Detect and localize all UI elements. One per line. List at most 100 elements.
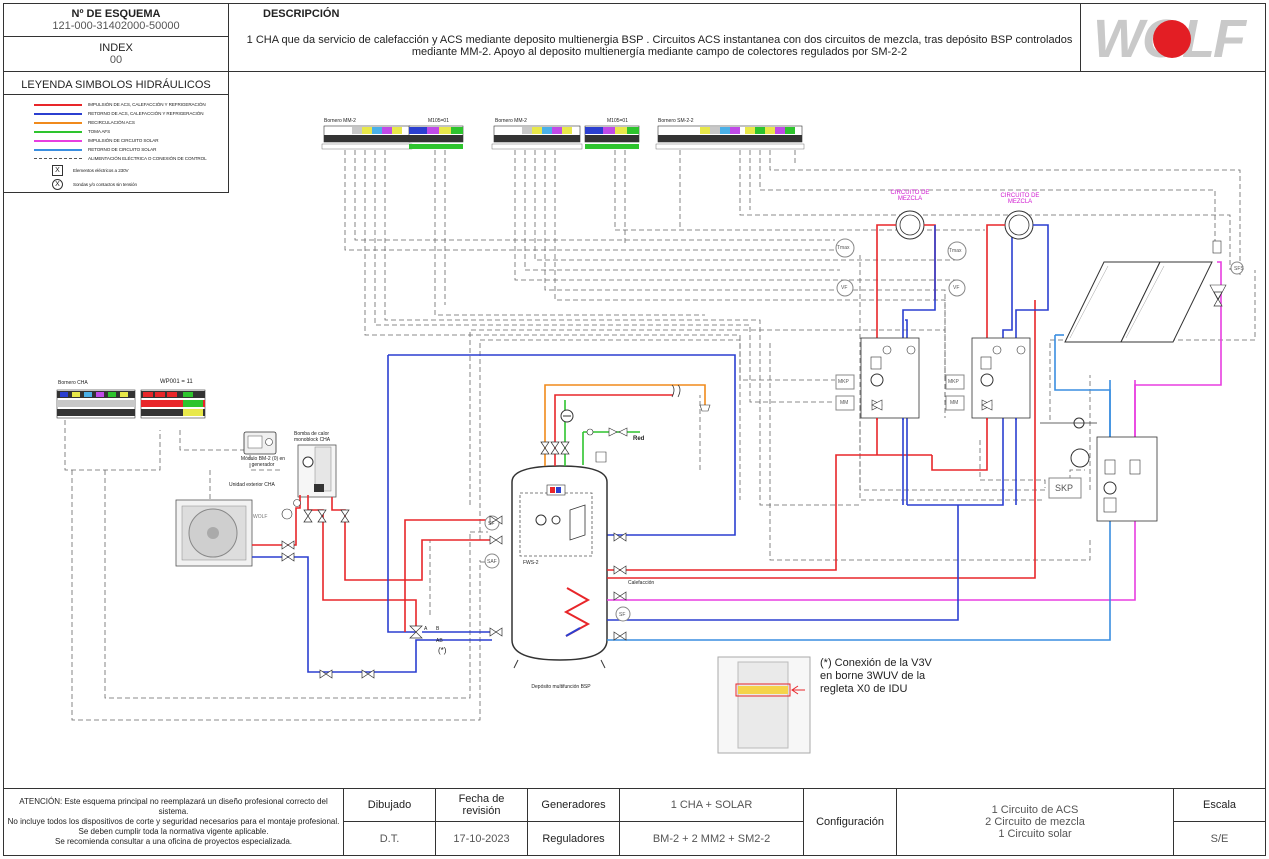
bornero-mm2-b (491, 125, 583, 150)
saf-label: SAF (487, 559, 497, 565)
configuracion-label: Configuración (816, 816, 884, 828)
legend-line-sample (34, 130, 82, 133)
bm2-module-label: Módulo BM-2 (0) en generador (240, 456, 286, 468)
mixing-circuit-2 (971, 210, 1049, 420)
valves (281, 291, 1223, 679)
escala-label: Escala (1202, 799, 1237, 811)
description-label: DESCRIPCIÓN (263, 8, 340, 20)
monoblock-unit (297, 444, 337, 498)
legend-item-label: IMPULSIÓN DE CIRCUITO SOLAR (88, 138, 159, 143)
legend-item-label: RETORNO DE ACS, CALEFACCIÓN Y REFRIGERAC… (88, 111, 204, 116)
escala-label-cell: Escala (1173, 788, 1266, 822)
bornero-wp001 (140, 389, 206, 419)
calefaccion-label: Calefacción (628, 580, 655, 586)
legend-item: TOMA AFS (12, 127, 110, 136)
mm-1-label: MM (840, 400, 849, 406)
bornero-mm2-a (321, 125, 413, 150)
legend-line-sample (34, 121, 82, 124)
valve-ab-label: AB (436, 638, 443, 644)
legend-item: RECIRCULACIÓN ACS (12, 118, 135, 127)
idu-terminal-block (717, 656, 811, 754)
fecha-value: 17-10-2023 (453, 832, 510, 845)
scheme-number-label: Nº DE ESQUEMA (71, 8, 161, 20)
legend-item-label: RETORNO DE CIRCUITO SOLAR (88, 147, 157, 152)
v3v-note: (*) Conexión de la V3V en borne 3WUV de … (820, 657, 932, 695)
wp001-label: WP001 = 11 (160, 379, 193, 385)
mixing-circuit-1 (860, 210, 936, 420)
mixing-circuit-1-label: CIRCUITO DE MEZCLA (890, 190, 930, 202)
legend-item-label: TOMA AFS (88, 129, 111, 134)
sfs-label: SFS (1234, 266, 1244, 272)
bornero-mm2-a-label: Bornero MM-2 (324, 118, 356, 124)
svg-text:WOLF: WOLF (253, 514, 267, 520)
legend-item-x-box: X Elementos eléctricos a 230V (12, 165, 129, 176)
mixing-circuit-2-label: CIRCUITO DE MEZCLA (1000, 193, 1040, 205)
scheme-number-box: Nº DE ESQUEMA 121-000-31402000-50000 (3, 3, 229, 37)
bornero-m105-a (408, 125, 464, 149)
legend-line-sample (34, 103, 82, 106)
reguladores-value-cell: BM-2 + 2 MM2 + SM2-2 (619, 821, 804, 856)
legend-item-label: ALIMENTACIÓN ELÉCTRICA O CONEXIÓN DE CON… (88, 156, 207, 161)
skp-label: SKP (1055, 483, 1074, 493)
bornero-cha (56, 389, 136, 419)
wolf-logo-dot (1153, 20, 1191, 58)
legend-item-x-circle: X Sondas y/o contactos sin tensión (12, 179, 137, 190)
legend-item: IMPULSIÓN DE CIRCUITO SOLAR (12, 136, 159, 145)
dibujado-value-cell: D.T. (343, 821, 436, 856)
legend-item-label: RECIRCULACIÓN ACS (88, 120, 135, 125)
red-label: Red (633, 436, 645, 442)
tank-label: Depósito multifunción BSP (531, 684, 591, 690)
x-circle-icon: X (52, 179, 63, 190)
bornero-sm22 (655, 125, 805, 150)
warning-text: ATENCIÓN: Este esquema principal no reem… (7, 797, 340, 846)
sf2-label: SF (619, 612, 626, 618)
vf-2-label: VF (953, 285, 960, 291)
legend-x-box-label: Elementos eléctricos a 230V (73, 168, 129, 173)
solar-collectors (1064, 240, 1222, 343)
heat-pump-label: Bomba de calor monoblock CHA (294, 431, 331, 443)
legend-title: LEYENDA SIMBOLOS HIDRÁULICOS (21, 79, 211, 91)
mm-2-label: MM (950, 400, 959, 406)
x-box-icon: X (52, 165, 63, 176)
fecha-label: Fecha de revisión (458, 793, 505, 817)
configuracion-value: 1 Circuito de ACS 2 Circuito de mezcla 1… (985, 804, 1085, 840)
generadores-label-cell: Generadores (527, 788, 620, 822)
legend-line-sample (34, 112, 82, 115)
dibujado-label-cell: Dibujado (343, 788, 436, 822)
solar-pipes (1054, 261, 1222, 437)
m105-a-label: M105=01 (428, 118, 449, 124)
valve-b-label: B (436, 626, 440, 632)
acs-fittings (560, 384, 711, 463)
reguladores-label-cell: Reguladores (527, 821, 620, 856)
mkp-1-label: MKP (838, 379, 849, 385)
thermometers (281, 345, 1026, 520)
legend-line-sample (34, 148, 82, 151)
fecha-value-cell: 17-10-2023 (435, 821, 528, 856)
valve-a-label: A (424, 626, 428, 632)
solar-station (1040, 284, 1227, 522)
escala-value-cell: S/E (1173, 821, 1266, 856)
tank-right-pipes (607, 230, 1136, 641)
reguladores-value: BM-2 + 2 MM2 + SM2-2 (652, 832, 771, 845)
heat-pump-pipes (252, 354, 736, 673)
outdoor-unit: WOLF (175, 499, 267, 567)
bm2-module (243, 431, 277, 455)
asterisk-label: (*) (438, 646, 447, 655)
generadores-label: Generadores (541, 799, 606, 811)
description-text: 1 CHA que da servicio de calefacción y A… (246, 34, 1073, 58)
escala-value: S/E (1210, 832, 1229, 845)
configuracion-label-cell: Configuración (803, 788, 897, 856)
legend-item: RETORNO DE ACS, CALEFACCIÓN Y REFRIGERAC… (12, 109, 204, 118)
legend-item: RETORNO DE CIRCUITO SOLAR (12, 145, 156, 154)
legend-line-sample (34, 139, 82, 142)
dibujado-label: Dibujado (367, 799, 412, 811)
bornero-sm22-label: Bornero SM-2-2 (658, 118, 694, 124)
control-wiring (64, 150, 1256, 721)
mkp-2-label: MKP (948, 379, 959, 385)
legend-item: IMPULSIÓN DE ACS, CALEFACCIÓN Y REFRIGER… (12, 100, 206, 109)
index-value: 00 (109, 54, 123, 66)
bornero-mm2-b-label: Bornero MM-2 (495, 118, 527, 124)
mixing-return-pipes (876, 418, 1017, 505)
bsp-tank (511, 465, 608, 669)
